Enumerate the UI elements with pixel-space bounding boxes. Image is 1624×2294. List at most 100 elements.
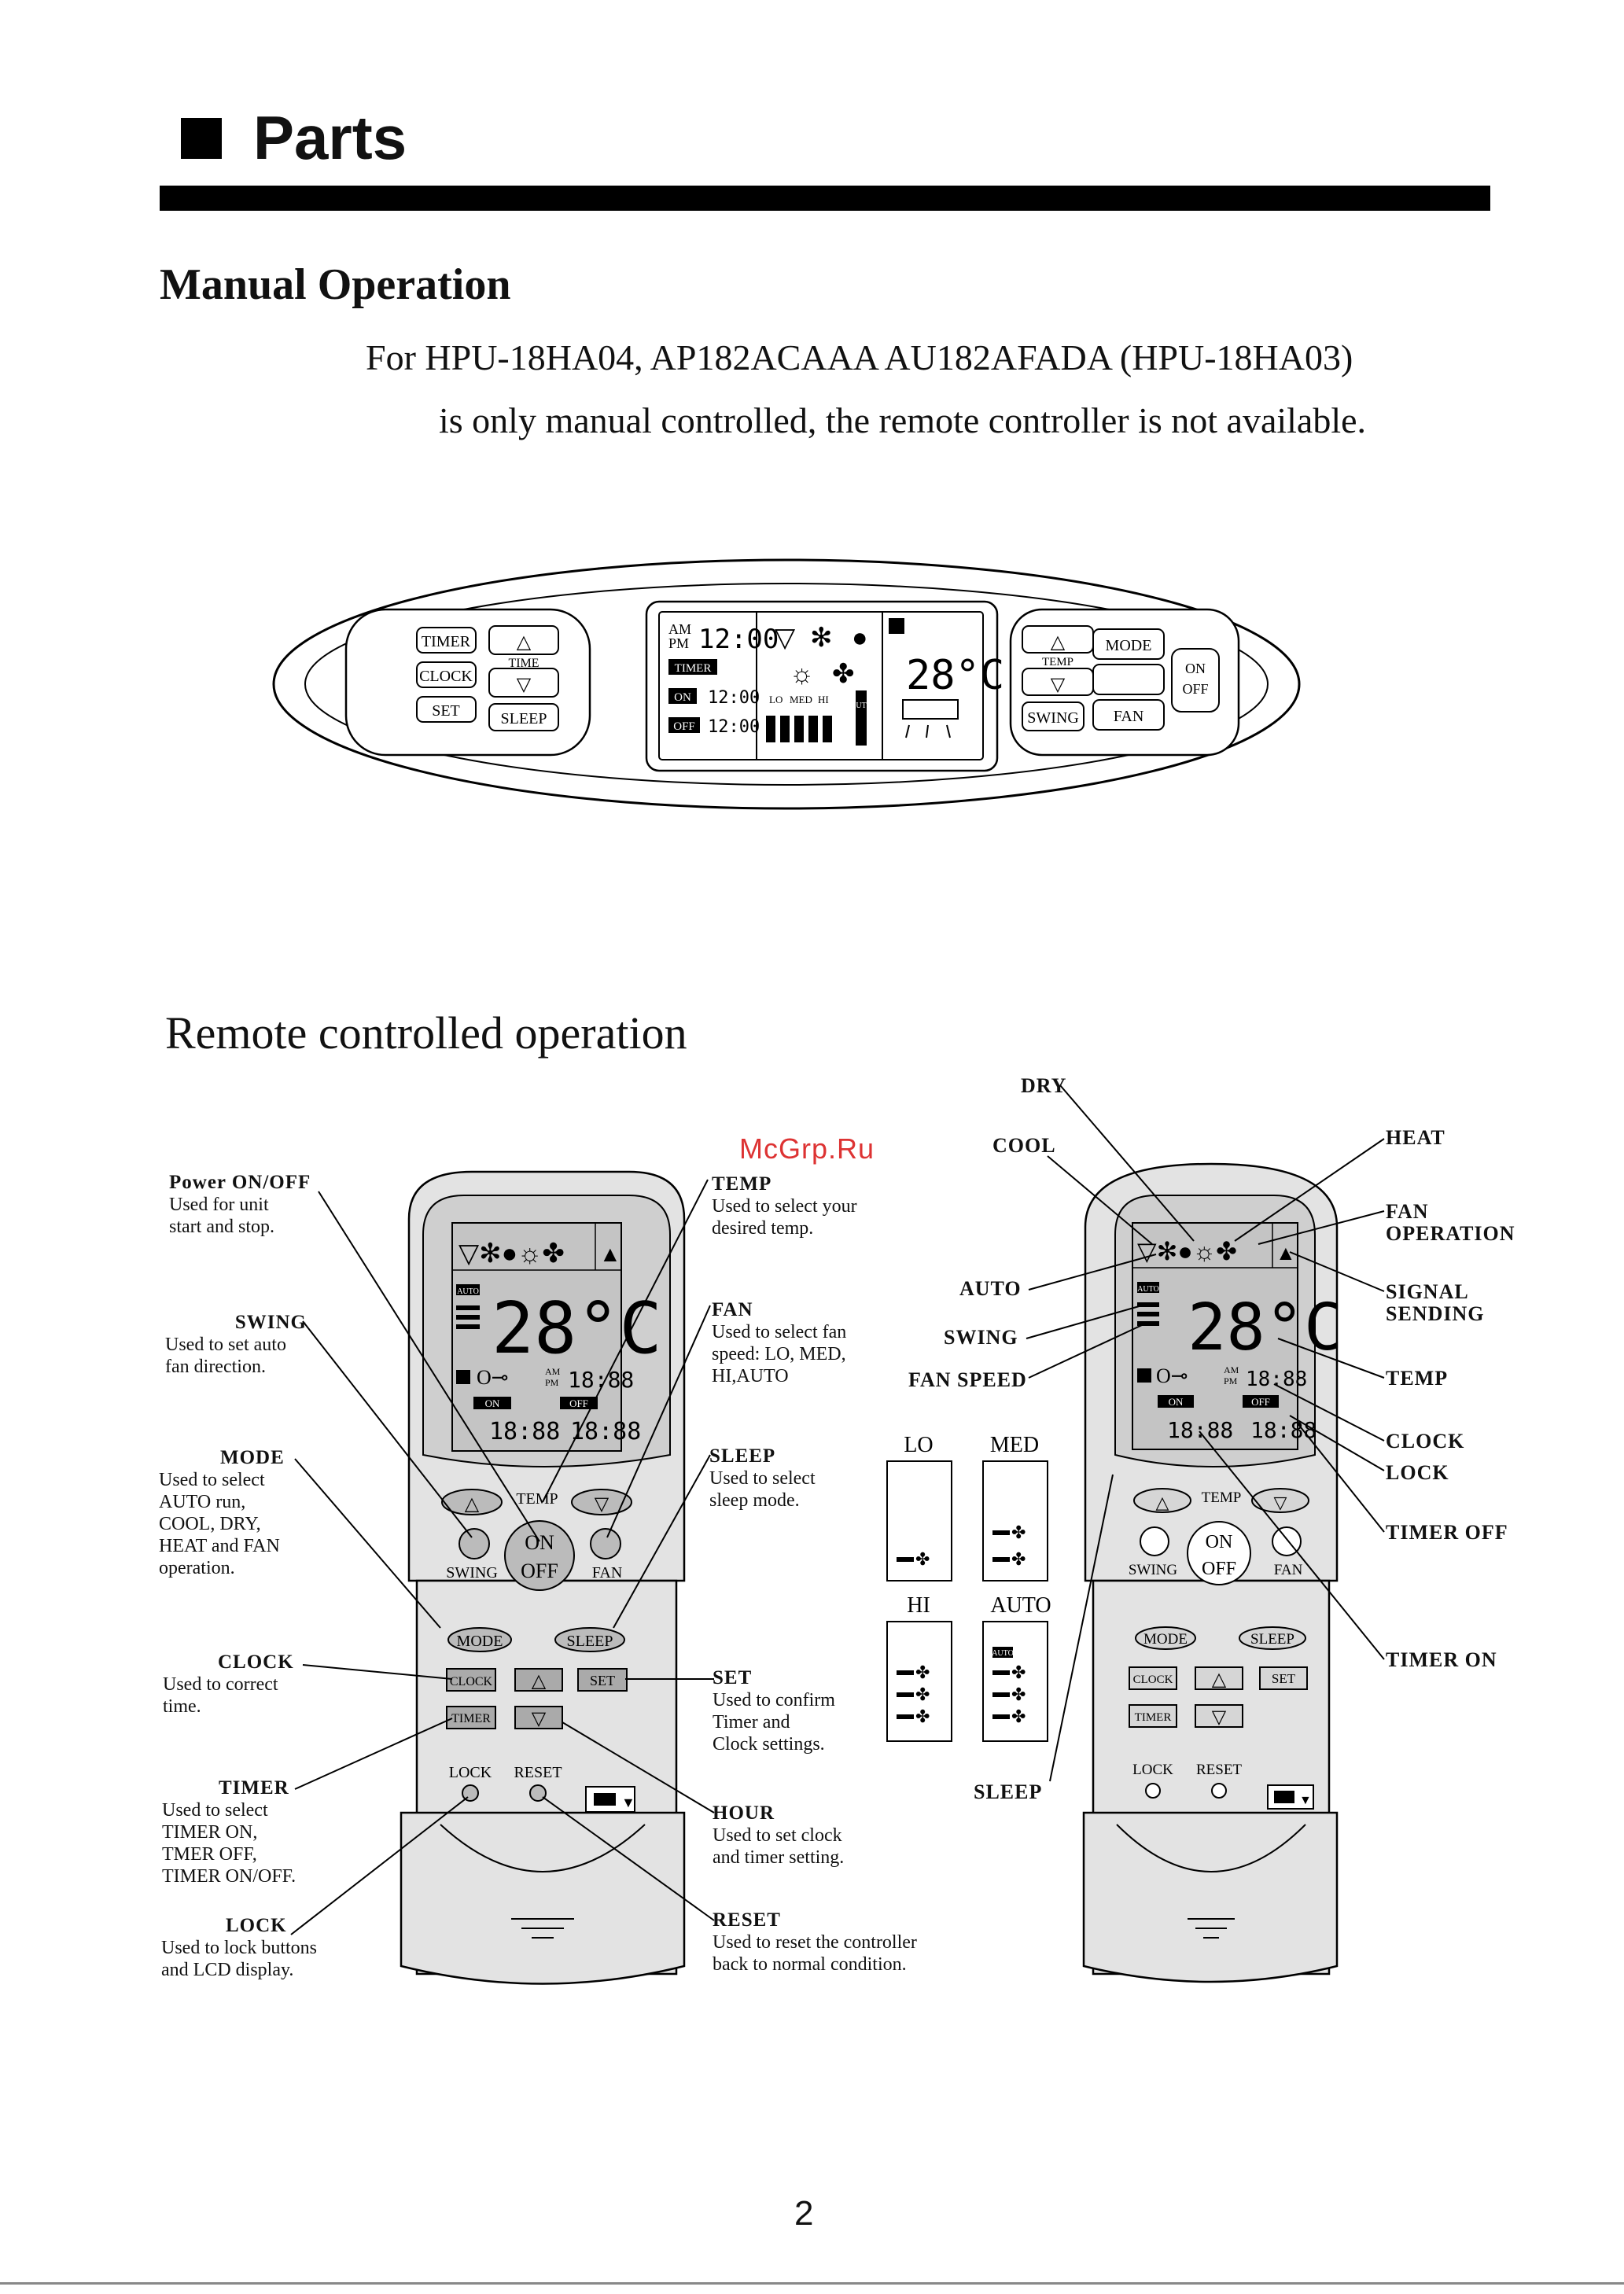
callout-fan-desc-1: Used to select fan <box>712 1322 847 1342</box>
leader-lines <box>290 1179 715 1935</box>
callout-swing-desc-2: fan direction. <box>165 1357 266 1377</box>
power-button[interactable] <box>504 1520 575 1591</box>
panel-fan-label: FAN <box>1114 708 1144 725</box>
set-button[interactable] <box>577 1668 628 1692</box>
ref-reset-label: RESET <box>1196 1762 1242 1778</box>
hour-up-button[interactable] <box>514 1668 563 1692</box>
ref-hour-up-icon: △ <box>1212 1670 1227 1690</box>
sleep-moon-icon <box>889 618 904 634</box>
panel-time-label: TIME <box>508 657 539 670</box>
remote-off-time: 18:88 <box>570 1418 641 1445</box>
callout-timer-on: TIMER ON <box>1386 1648 1497 1671</box>
callout-clock: CLOCK Used to correct time. <box>163 1651 294 1718</box>
callout-fan-operation-1: FAN <box>1386 1200 1429 1223</box>
callout-set: SET Used to confirm Timer and Clock sett… <box>713 1667 835 1755</box>
ref-clock-digits: 18:88 <box>1246 1368 1307 1391</box>
ref-sleep-label: SLEEP <box>1250 1631 1294 1648</box>
page-number: 2 <box>794 2194 814 2233</box>
callout-lock-title: LOCK <box>226 1915 287 1936</box>
callout-timer-desc-2: TIMER ON, <box>162 1822 258 1843</box>
callout-reset-title: RESET <box>713 1909 781 1931</box>
ref-clock-label: CLOCK <box>1133 1674 1173 1686</box>
temp-up-button-icon[interactable]: △ <box>465 1494 480 1515</box>
panel-on-time: 12:00 <box>708 688 760 708</box>
callout-hour-desc-1: Used to set clock <box>713 1825 842 1846</box>
lock-button[interactable] <box>462 1784 479 1802</box>
indoor-control-panel: TIMER CLOCK SET △ TIME ▽ SLEEP AM PM 12:… <box>272 558 1301 810</box>
sleep-button[interactable] <box>554 1627 625 1652</box>
temp-down-button-icon[interactable]: ▽ <box>595 1494 609 1515</box>
callout-power: Power ON/OFF Used for unit start and sto… <box>169 1172 311 1238</box>
ref-fan-label: FAN <box>1274 1562 1303 1578</box>
callout-sleep-right: SLEEP <box>974 1780 1043 1803</box>
callout-sleep-desc-2: sleep mode. <box>709 1490 800 1511</box>
manual-note-line2: is only manual controlled, the remote co… <box>439 400 1367 440</box>
ref-pm: PM <box>1224 1375 1238 1386</box>
fan-button[interactable] <box>590 1528 621 1559</box>
up-arrow-icon: △ <box>517 632 532 653</box>
callout-fan-desc-2: speed: LO, MED, <box>712 1344 846 1364</box>
ref-mode-label: MODE <box>1143 1631 1188 1648</box>
ref-off-label: OFF <box>1202 1559 1236 1579</box>
auto-fan-icon-2: ✤ <box>1011 1685 1026 1704</box>
right-leader-lines <box>1026 1084 1385 1782</box>
timer-button[interactable] <box>446 1706 496 1729</box>
panel-swing-label: SWING <box>1027 709 1079 727</box>
callout-power-desc-2: start and stop. <box>169 1217 274 1237</box>
ref-temp-label: TEMP <box>1202 1489 1242 1506</box>
callout-clock-title: CLOCK <box>218 1651 294 1673</box>
hi-fan-icon-3: ✤ <box>915 1707 930 1726</box>
fan-speed-lo-label: LO <box>904 1433 933 1457</box>
square-bullet-icon <box>181 117 222 159</box>
ref-mode-icons: ▽✻●☼✤ <box>1137 1237 1237 1265</box>
manual-operation-heading: Manual Operation <box>160 260 511 309</box>
water-drop-icon: ● <box>852 624 868 653</box>
callout-timer-desc-4: TIMER ON/OFF. <box>162 1866 296 1887</box>
reference-remote: ▽✻●☼✤ ▲ AUTO 28°C O⊸ AM PM 18:88 ON OFF … <box>1082 1162 1342 1983</box>
ref-battery-arrow-icon: ▼ <box>1299 1794 1312 1807</box>
footer-line <box>0 2282 1624 2285</box>
lo-fan-icon: ✤ <box>915 1549 930 1569</box>
remote-operation-heading: Remote controlled operation <box>165 1007 687 1059</box>
callout-lock-right: LOCK <box>1386 1461 1449 1484</box>
hour-down-button[interactable] <box>514 1706 563 1729</box>
callout-fan-desc-3: HI,AUTO <box>712 1366 789 1386</box>
remote-on-label: ON <box>525 1531 554 1554</box>
callout-temp: TEMP Used to select your desired temp. <box>712 1173 857 1239</box>
callout-fan-speed: FAN SPEED <box>908 1368 1027 1391</box>
callout-timer-desc-3: TMER OFF, <box>162 1844 257 1865</box>
callout-swing-right: SWING <box>944 1326 1018 1349</box>
mode-button[interactable] <box>447 1627 512 1652</box>
callout-auto: AUTO <box>959 1277 1022 1300</box>
callout-sleep: SLEEP Used to select sleep mode. <box>709 1445 816 1512</box>
panel-auto-vertical: AUTO <box>850 701 872 710</box>
hi-fan-icon-2: ✤ <box>915 1685 930 1704</box>
callout-signal-1: SIGNAL <box>1386 1280 1469 1303</box>
remote-swing-label: SWING <box>446 1564 498 1581</box>
panel-off-time: 12:00 <box>708 717 760 737</box>
callout-fan-title: FAN <box>712 1299 753 1320</box>
callout-timer-title: TIMER <box>219 1777 289 1799</box>
callout-lock-desc-1: Used to lock buttons <box>161 1938 317 1958</box>
ref-hour-down-icon: ▽ <box>1212 1707 1227 1728</box>
fan-speed-auto-label: AUTO <box>990 1593 1051 1618</box>
section-title: Parts <box>253 103 407 172</box>
callout-hour-title: HOUR <box>713 1802 775 1824</box>
remote-auto-tag: AUTO <box>457 1287 479 1296</box>
callout-power-desc-1: Used for unit <box>169 1195 269 1215</box>
callout-reset-desc-1: Used to reset the controller <box>713 1932 917 1953</box>
remote-temp-digits: 28°C <box>492 1287 662 1370</box>
callout-lock-desc-2: and LCD display. <box>161 1960 294 1980</box>
auto-fan-icon-3: ✤ <box>1011 1707 1026 1726</box>
watermark: McGrp.Ru <box>739 1132 875 1165</box>
manual-note-line1: For HPU-18HA04, AP182ACAAA AU182AFADA (H… <box>366 337 1353 377</box>
snowflake-icon: ✻ <box>810 624 833 653</box>
callout-mode: MODE Used to select AUTO run, COOL, DRY,… <box>159 1447 285 1579</box>
swing-button[interactable] <box>458 1528 490 1559</box>
callout-lock: LOCK Used to lock buttons and LCD displa… <box>161 1915 317 1981</box>
reset-button[interactable] <box>529 1784 547 1802</box>
remote-on-tag: ON <box>485 1397 500 1409</box>
clock-button[interactable] <box>446 1668 496 1692</box>
auto-fan-icon-1: ✤ <box>1011 1663 1026 1682</box>
